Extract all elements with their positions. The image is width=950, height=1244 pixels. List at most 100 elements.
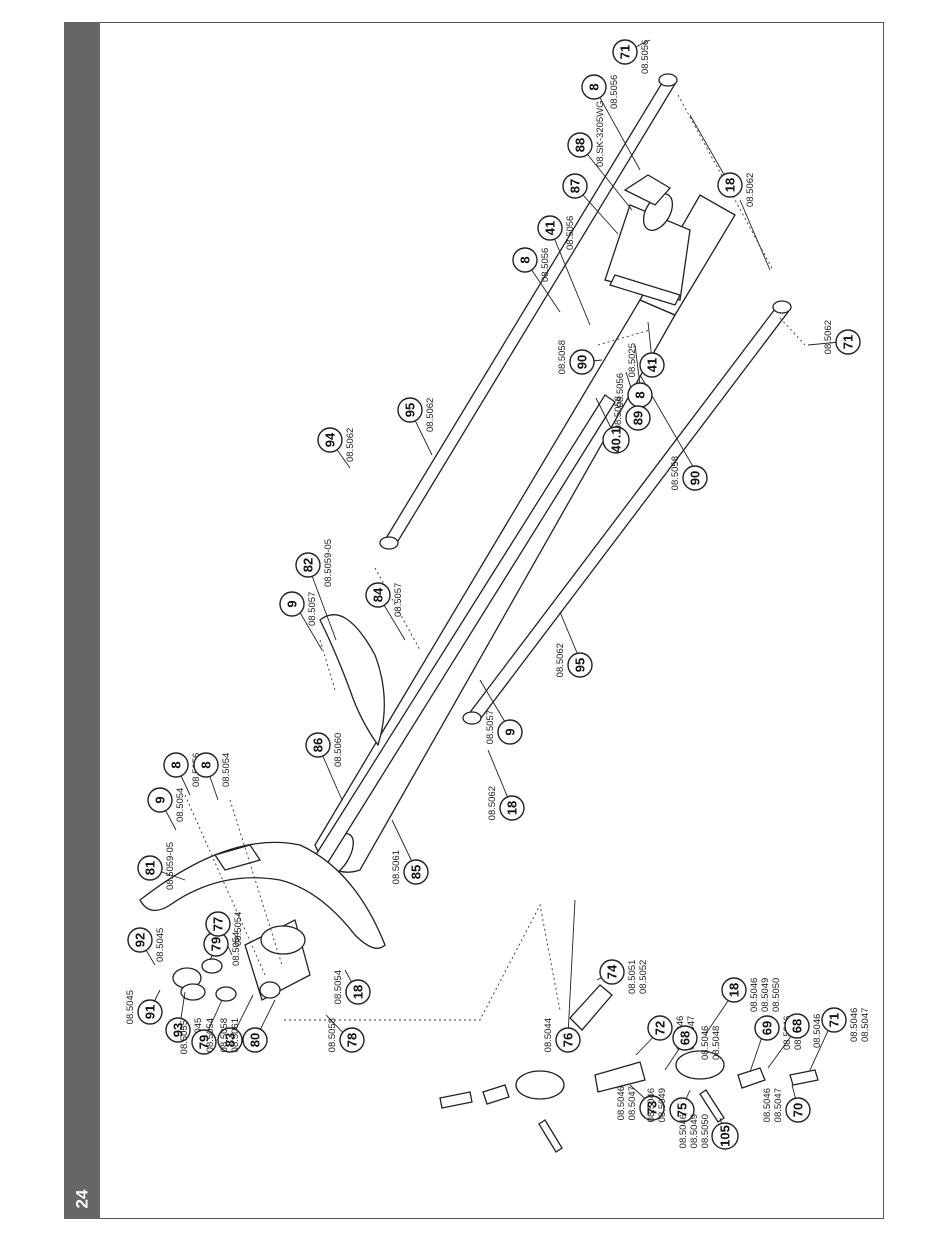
- callout-number: 83: [223, 1033, 238, 1047]
- part-reference-code: 08.5057: [307, 592, 318, 626]
- callout-circle: [835, 329, 861, 355]
- callout-number: 91: [143, 1005, 158, 1019]
- callout-number: 9: [503, 728, 518, 735]
- callout-number: 90: [688, 471, 703, 485]
- callout-circle: [242, 1027, 268, 1053]
- callout-circle: [669, 1097, 695, 1123]
- callout-number: 95: [573, 658, 588, 672]
- callout-number: 9: [285, 600, 300, 607]
- callout-number: 9: [153, 796, 168, 803]
- part-reference-code: 08.5055: [179, 1020, 190, 1054]
- part-reference-code: 08.5054: [221, 753, 232, 787]
- callout-number: 90: [575, 355, 590, 369]
- part-reference-code: 08.5056: [640, 40, 651, 74]
- callout-circle: [612, 39, 638, 65]
- part-reference-code: 08.SK-3205WG: [595, 100, 606, 167]
- part-reference-code: 08.5046: [849, 1008, 860, 1042]
- bracket-housing: [604, 174, 691, 306]
- part-reference-code: 08.5045: [125, 990, 136, 1024]
- callout-number: 105: [718, 1125, 733, 1147]
- head-block: [244, 919, 311, 1001]
- callout-circle: [599, 959, 625, 985]
- part-reference-code: 08.5056: [565, 216, 576, 250]
- callout-c9b: 9 08.5057: [485, 710, 523, 745]
- part-reference-code: 08.5047: [860, 1008, 871, 1042]
- callout-number: 41: [645, 358, 660, 372]
- callout-circle: [639, 352, 665, 378]
- part-reference-code: 08.5060: [333, 733, 344, 767]
- part-reference-code: 08.5058: [613, 396, 624, 430]
- callout-number: 77: [211, 917, 226, 931]
- part-reference-code: 08.5025: [627, 343, 638, 377]
- callout-c18a: 18 08.5062: [717, 172, 756, 207]
- part-reference-code: 08.5049: [689, 1114, 700, 1148]
- part-reference-code: 08.5056: [615, 373, 626, 407]
- callout-number: 78: [345, 1033, 360, 1047]
- callout-number: 86: [311, 738, 326, 752]
- part-reference-code: 08.5058: [327, 1018, 338, 1052]
- callout-circle: [625, 405, 651, 431]
- part-reference-code: 08.5045: [155, 928, 166, 962]
- callout-circle: [785, 1097, 811, 1123]
- callout-number: 8: [633, 391, 648, 398]
- callout-circle: [569, 349, 595, 375]
- callout-number: 74: [605, 964, 620, 979]
- callout-circle: [639, 1095, 665, 1121]
- callout-circle: [217, 1027, 243, 1053]
- callout-circle: [165, 1017, 191, 1043]
- callout-circle: [317, 427, 343, 453]
- callout-number: 8: [587, 83, 602, 90]
- part-reference-code: 08.5047: [627, 1086, 638, 1120]
- wheel-group: [172, 958, 237, 1002]
- callout-circle: [555, 1027, 581, 1053]
- callout-circle: [205, 911, 231, 937]
- callout-number: 18: [723, 178, 738, 192]
- callout-circle: [717, 172, 743, 198]
- callout-circle: [147, 787, 173, 813]
- linkage-assembly: [439, 984, 819, 1153]
- front-plate-81: [139, 841, 386, 949]
- callout-number: 40.1: [609, 427, 624, 452]
- part-reference-code: 08.5057: [485, 710, 496, 744]
- callout-circle: [821, 1007, 847, 1033]
- part-reference-code: 08.5054: [205, 1018, 216, 1052]
- callout-number: 80: [248, 1033, 263, 1047]
- part-reference-code: 08.5047: [773, 1088, 784, 1122]
- part-reference-code: 08.5062: [745, 173, 756, 207]
- callout-circle: [784, 1013, 810, 1039]
- callout-number: 93: [171, 1023, 186, 1037]
- part-reference-code: 08.5062: [345, 428, 356, 462]
- upper-rod: [379, 73, 678, 550]
- callout-circle: [345, 979, 371, 1005]
- callout-number: 71: [841, 335, 856, 349]
- callout-number: 81: [143, 861, 158, 875]
- callout-circle: [721, 977, 747, 1003]
- part-reference-code: 08.5046: [700, 1026, 711, 1060]
- callout-c9a: 9 08.5057: [279, 591, 318, 626]
- part-reference-code: 08.5062: [487, 786, 498, 820]
- part-reference-code: 08.5056: [540, 248, 551, 282]
- part-reference-code: 08.5051: [627, 960, 638, 994]
- callout-number: 82: [301, 558, 316, 572]
- callout-c40: 40.1: [602, 426, 630, 454]
- callout-circle: [397, 397, 423, 423]
- callout-circle: [279, 591, 305, 617]
- callout-number: 68: [678, 1031, 693, 1045]
- callout-number: 95: [403, 403, 418, 417]
